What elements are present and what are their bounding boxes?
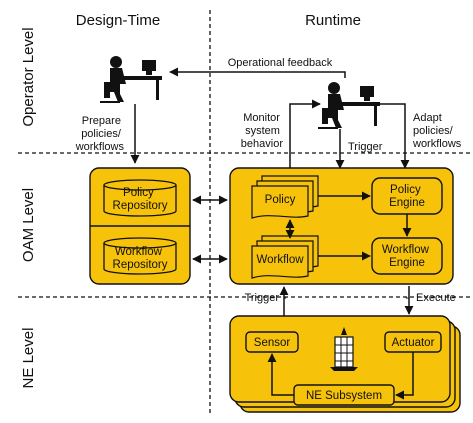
column-header-runtime: Runtime	[305, 12, 361, 29]
svg-text:Actuator: Actuator	[392, 337, 435, 349]
workflow-repository: Workflow Repository	[103, 237, 177, 275]
svg-text:Workflow Engine: Workflow Engine	[382, 244, 432, 269]
policy-engine: Policy Engine	[371, 177, 443, 215]
trigger-label: Trigger	[348, 141, 383, 153]
monitor-label: Monitor system behavior	[241, 112, 284, 150]
operator-workstation-icon	[100, 56, 162, 103]
svg-text:Workflow Repository: Workflow Repository	[113, 246, 168, 271]
svg-text:NE Subsystem: NE Subsystem	[306, 390, 382, 402]
prepare-label: Prepare policies/ workflows	[75, 115, 125, 153]
operator-workstation-icon	[318, 82, 380, 129]
adapt-label: Adapt policies/ workflows	[412, 112, 462, 150]
svg-text:Policy Repository: Policy Repository	[113, 187, 168, 212]
policy-document-stack: Policy	[251, 175, 319, 219]
policy-repository: Policy Repository	[103, 179, 177, 217]
adapt-arrow	[375, 103, 410, 169]
actuator-box: Actuator	[384, 331, 442, 353]
level-label-operator: Operator Level	[20, 27, 37, 126]
workflow-engine: Workflow Engine	[371, 237, 443, 275]
ne-execute-dash: -	[405, 292, 409, 304]
level-label-oam: OAM Level	[20, 188, 37, 262]
actuator-to-subsystem-arrow	[395, 352, 414, 400]
ne-trigger-label: Trigger	[245, 292, 280, 304]
workflow-document-stack: Workflow	[251, 235, 319, 279]
sensor-box: Sensor	[245, 331, 299, 353]
network-element-tower-icon	[330, 327, 358, 371]
level-label-ne: NE Level	[20, 328, 37, 389]
column-header-design-time: Design-Time	[76, 12, 160, 29]
operational-feedback-label: Operational feedback	[228, 57, 333, 69]
svg-text:Workflow: Workflow	[256, 254, 304, 266]
subsystem-to-sensor-arrow	[267, 353, 294, 396]
ne-subsystem-box: NE Subsystem	[293, 384, 395, 406]
svg-text:Policy: Policy	[265, 194, 296, 206]
ne-execute-label: Execute	[416, 292, 456, 304]
svg-text:Sensor: Sensor	[254, 337, 291, 349]
ne-trigger-dash: -	[283, 292, 287, 304]
svg-text:Policy Engine: Policy Engine	[389, 184, 425, 209]
monitor-arrow	[289, 99, 321, 168]
operational-feedback-arrow	[169, 67, 346, 78]
